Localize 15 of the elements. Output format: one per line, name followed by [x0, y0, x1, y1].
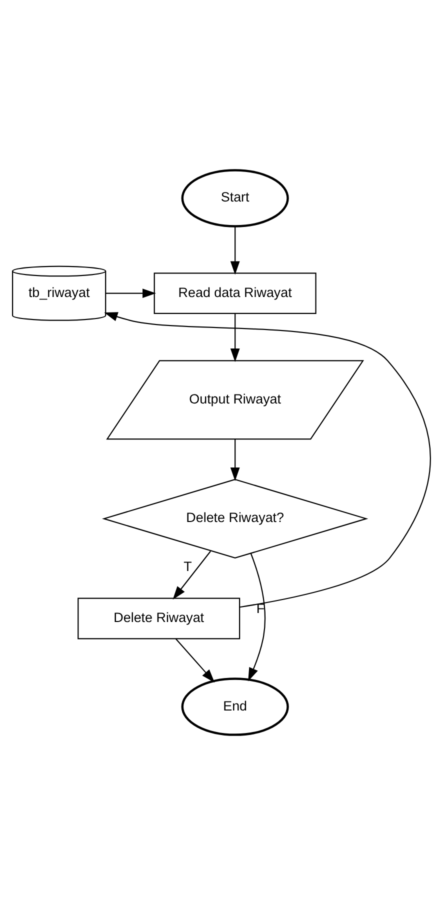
- arrow: [172, 550, 211, 600]
- arrow: [104, 312, 431, 608]
- node-ellipse: Start: [181, 168, 289, 227]
- node-box: Delete Riwayat: [78, 597, 240, 639]
- arrow: [230, 313, 240, 362]
- node-diamond: Delete Riwayat?: [102, 478, 368, 558]
- edge-label: F: [256, 600, 265, 616]
- arrow: [230, 438, 240, 481]
- edge-label: T: [184, 558, 192, 574]
- node-box: Read data Riwayat: [154, 272, 316, 314]
- arrow: [248, 552, 266, 681]
- arrow: [106, 288, 156, 298]
- node-ellipse: End: [181, 677, 289, 736]
- arrow: [175, 638, 215, 682]
- arrow: [230, 226, 240, 274]
